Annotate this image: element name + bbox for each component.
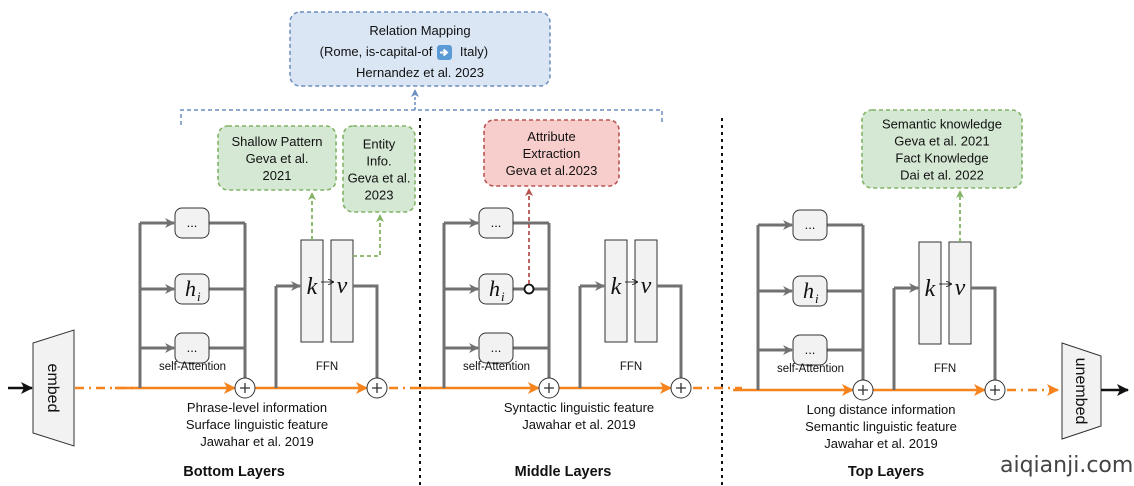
attention-head-ellipsis: ... [792, 334, 828, 366]
head-subscript: i [197, 289, 201, 304]
layer-description-line: Surface linguistic feature [186, 417, 328, 432]
head-label: ... [805, 342, 816, 357]
ffn-output-line [353, 284, 379, 378]
ffn-key-column: k [604, 239, 628, 343]
head-label: ... [187, 340, 198, 355]
head-label: ... [491, 340, 502, 355]
relation-mapping-example-prefix: (Rome, is-capital-of [320, 44, 433, 59]
layer-description-line: Phrase-level information [187, 400, 327, 415]
unembed-label: unembed [1072, 358, 1089, 425]
section-title: Bottom Layers [183, 464, 285, 480]
self-attention-label: self-Attention [463, 361, 530, 373]
knowledge-box-text: Info. [366, 154, 391, 169]
knowledge-box-text: Shallow Pattern [231, 134, 322, 149]
attention-head-ellipsis: ... [174, 332, 210, 364]
ffn-key-column: k [918, 241, 942, 345]
head-label: h [803, 278, 814, 303]
attention-head-ellipsis: ... [478, 332, 514, 364]
knowledge-box-text: 2023 [365, 188, 394, 203]
knowledge-box-text: Dai et al. 2022 [900, 168, 984, 183]
value-label: v [641, 273, 652, 299]
knowledge-box-text: Extraction [523, 146, 581, 161]
layer-description-line: Semantic linguistic feature [805, 419, 957, 434]
knowledge-box-text: Geva et al.2023 [506, 163, 598, 178]
key-label: k [925, 276, 936, 302]
relation-mapping-example-suffix: Italy) [460, 44, 488, 59]
knowledge-box-text: Geva et al. [246, 151, 309, 166]
key-label: k [611, 274, 622, 300]
ffn-output-line [971, 286, 997, 380]
knowledge-box-text: Entity [363, 137, 396, 152]
head-label: ... [491, 215, 502, 230]
head-subscript: i [815, 291, 819, 306]
layer-description-line: Jawahar et al. 2019 [200, 434, 313, 449]
key-label: k [307, 274, 318, 300]
ffn-label: FFN [316, 361, 338, 373]
relation-bracket [180, 109, 663, 125]
self-attention-label: self-Attention [159, 361, 226, 373]
knowledge-box-text: Fact Knowledge [895, 151, 988, 166]
relation-mapping-citation: Hernandez et al. 2023 [356, 65, 484, 80]
attention-head-ellipsis: ... [792, 209, 828, 241]
residual-add-attention [234, 377, 256, 399]
layer-description-line: Syntactic linguistic feature [504, 400, 654, 415]
ffn-value-column: v [330, 239, 354, 343]
embed-block: embed [32, 329, 75, 447]
right-arrow-emoji-icon [437, 45, 452, 60]
value-label: v [955, 275, 966, 301]
knowledge-box-text: Semantic knowledge [882, 117, 1002, 132]
attention-head-ellipsis: ... [174, 207, 210, 239]
ffn-value-column: v [634, 239, 658, 343]
ffn-output-line [657, 284, 683, 378]
unembed-block: unembed [1061, 342, 1102, 440]
section-title: Middle Layers [515, 464, 612, 480]
relation-mapping-title: Relation Mapping [369, 23, 470, 38]
residual-add-ffn [670, 377, 692, 399]
relation-mapping-box: Relation Mapping (Rome, is-capital-of It… [289, 11, 551, 87]
ffn-label: FFN [934, 363, 956, 375]
knowledge-box-text: Attribute [527, 129, 575, 144]
value-label: v [337, 273, 348, 299]
knowledge-link-arrow [353, 214, 384, 257]
head-label: ... [187, 215, 198, 230]
attribute-tap-point [523, 283, 535, 295]
residual-add-attention [538, 377, 560, 399]
ffn-key-column: k [300, 239, 324, 343]
residual-add-ffn [366, 377, 388, 399]
head-label: ... [805, 217, 816, 232]
attention-head-ellipsis: ... [478, 207, 514, 239]
knowledge-box-text: Geva et al. 2021 [894, 134, 989, 149]
residual-add-attention [852, 379, 874, 401]
embed-label: embed [44, 364, 61, 413]
head-label: h [185, 276, 196, 301]
layer-description-line: Jawahar et al. 2019 [522, 417, 635, 432]
head-subscript: i [501, 289, 505, 304]
head-label: h [489, 276, 500, 301]
knowledge-box-text: Geva et al. [348, 171, 411, 186]
ffn-label: FFN [620, 361, 642, 373]
layer-description-line: Long distance information [807, 402, 956, 417]
ffn-value-column: v [948, 241, 972, 345]
layer-description-line: Jawahar et al. 2019 [824, 436, 937, 451]
knowledge-box-text: 2021 [263, 168, 292, 183]
residual-add-ffn [984, 379, 1006, 401]
self-attention-label: self-Attention [777, 363, 844, 375]
watermark: aiqianji.com [1000, 453, 1133, 478]
section-title: Top Layers [848, 464, 924, 480]
